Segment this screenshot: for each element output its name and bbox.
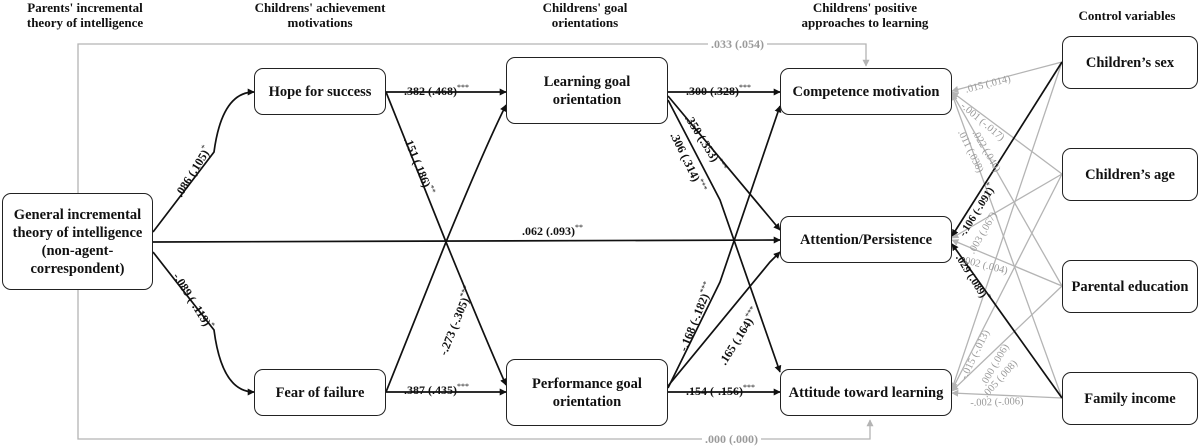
box-line: correspondent) — [30, 260, 125, 277]
box-line: General incremental — [13, 206, 142, 223]
box-attention-persistence: Attention/Persistence — [780, 216, 952, 263]
coef-value: .387 (.435) — [404, 383, 457, 397]
control-path — [951, 285, 1063, 392]
coef-value: .062 (.093) — [522, 224, 575, 238]
box-childrens-sex: Children’s sex — [1062, 36, 1198, 89]
box-line: orientation — [552, 91, 622, 108]
header-goal-orientations: Childrens' goal orientations — [495, 0, 675, 30]
path-hope-performance — [385, 91, 507, 386]
coef-learning-competence: .300 (.328)*** — [686, 83, 751, 99]
coef-sig: *** — [739, 83, 751, 92]
coef-fear-performance: .387 (.435)*** — [404, 382, 469, 398]
coef-gen-attention: .062 (.093)** — [522, 223, 583, 239]
path-gen-competence — [77, 43, 870, 193]
path-income-attention — [951, 243, 1063, 399]
header-positive-approaches: Childrens' positive approaches to learni… — [768, 0, 962, 30]
path-performance-competence — [667, 105, 782, 389]
header-line: Childrens' goal — [542, 0, 628, 15]
header-line: Childrens' achievement — [254, 0, 386, 15]
header-parents-theory: Parents' incremental theory of intellige… — [0, 0, 170, 30]
coef-value: .300 (.328) — [686, 84, 739, 98]
box-line: orientation — [552, 393, 622, 410]
box-line: Learning goal — [543, 73, 631, 90]
box-line: Performance goal — [532, 375, 642, 392]
box-parental-education: Parental education — [1062, 260, 1198, 313]
path-gen-fear — [152, 251, 255, 396]
path-gen-attitude — [77, 290, 874, 440]
control-path — [951, 389, 1063, 399]
header-line: orientations — [551, 15, 619, 30]
header-line: Parents' incremental — [27, 0, 143, 15]
path-learning-attention — [667, 95, 781, 231]
box-hope-for-success: Hope for success — [254, 68, 386, 115]
box-family-income: Family income — [1062, 372, 1198, 425]
box-learning-goal-orientation: Learning goal orientation — [506, 57, 668, 124]
control-path — [951, 91, 1063, 175]
coef-sig: *** — [457, 83, 469, 92]
path-learning-attitude — [667, 99, 782, 373]
box-general-incremental-theory: General incremental theory of intelligen… — [2, 193, 153, 290]
header-achievement-motivations: Childrens' achievement motivations — [225, 0, 415, 30]
header-line: theory of intelligence — [26, 15, 144, 30]
control-path — [950, 93, 1063, 399]
box-competence-motivation: Competence motivation — [780, 68, 952, 115]
significant-paths — [152, 61, 1063, 399]
box-fear-of-failure: Fear of failure — [254, 369, 386, 416]
path-gen-hope — [152, 88, 255, 233]
box-attitude-toward-learning: Attitude toward learning — [780, 369, 952, 416]
path-fear-learning — [385, 104, 507, 393]
coef-gen-competence: .033 (.054) — [708, 37, 767, 51]
control-path — [951, 61, 1063, 93]
header-line: Childrens' positive — [812, 0, 918, 15]
path-performance-attention — [667, 251, 781, 387]
header-line: approaches to learning — [801, 15, 929, 30]
path-gen-attention — [152, 236, 781, 244]
control-path — [950, 61, 1063, 390]
header-control-variables: Control variables — [1078, 8, 1176, 23]
path-sex-attention — [951, 61, 1063, 237]
coef-sig: ** — [575, 223, 583, 232]
coef-sig: *** — [742, 383, 755, 392]
header-line: motivations — [287, 15, 353, 30]
control-paths — [77, 43, 1063, 440]
box-line: theory of intelligence — [12, 224, 143, 241]
coef-value: -.154 (-.156) — [682, 384, 743, 398]
coef-gen-attitude: .000 (.000) — [702, 432, 761, 446]
coef-sig: *** — [457, 382, 469, 391]
box-childrens-age: Children’s age — [1062, 148, 1198, 201]
box-line: (non-agent- — [41, 242, 114, 259]
box-performance-goal-orientation: Performance goal orientation — [506, 359, 668, 426]
control-path — [951, 239, 1063, 287]
coef-value: .382 (.468) — [404, 84, 457, 98]
coef-performance-attitude: -.154 (-.156)*** — [682, 383, 755, 399]
coef-hope-learning: .382 (.468)*** — [404, 83, 469, 99]
control-path — [951, 173, 1063, 391]
control-path — [951, 173, 1063, 239]
control-path — [951, 92, 1063, 287]
control-coef-10: -.002 (-.006) — [970, 396, 1024, 409]
